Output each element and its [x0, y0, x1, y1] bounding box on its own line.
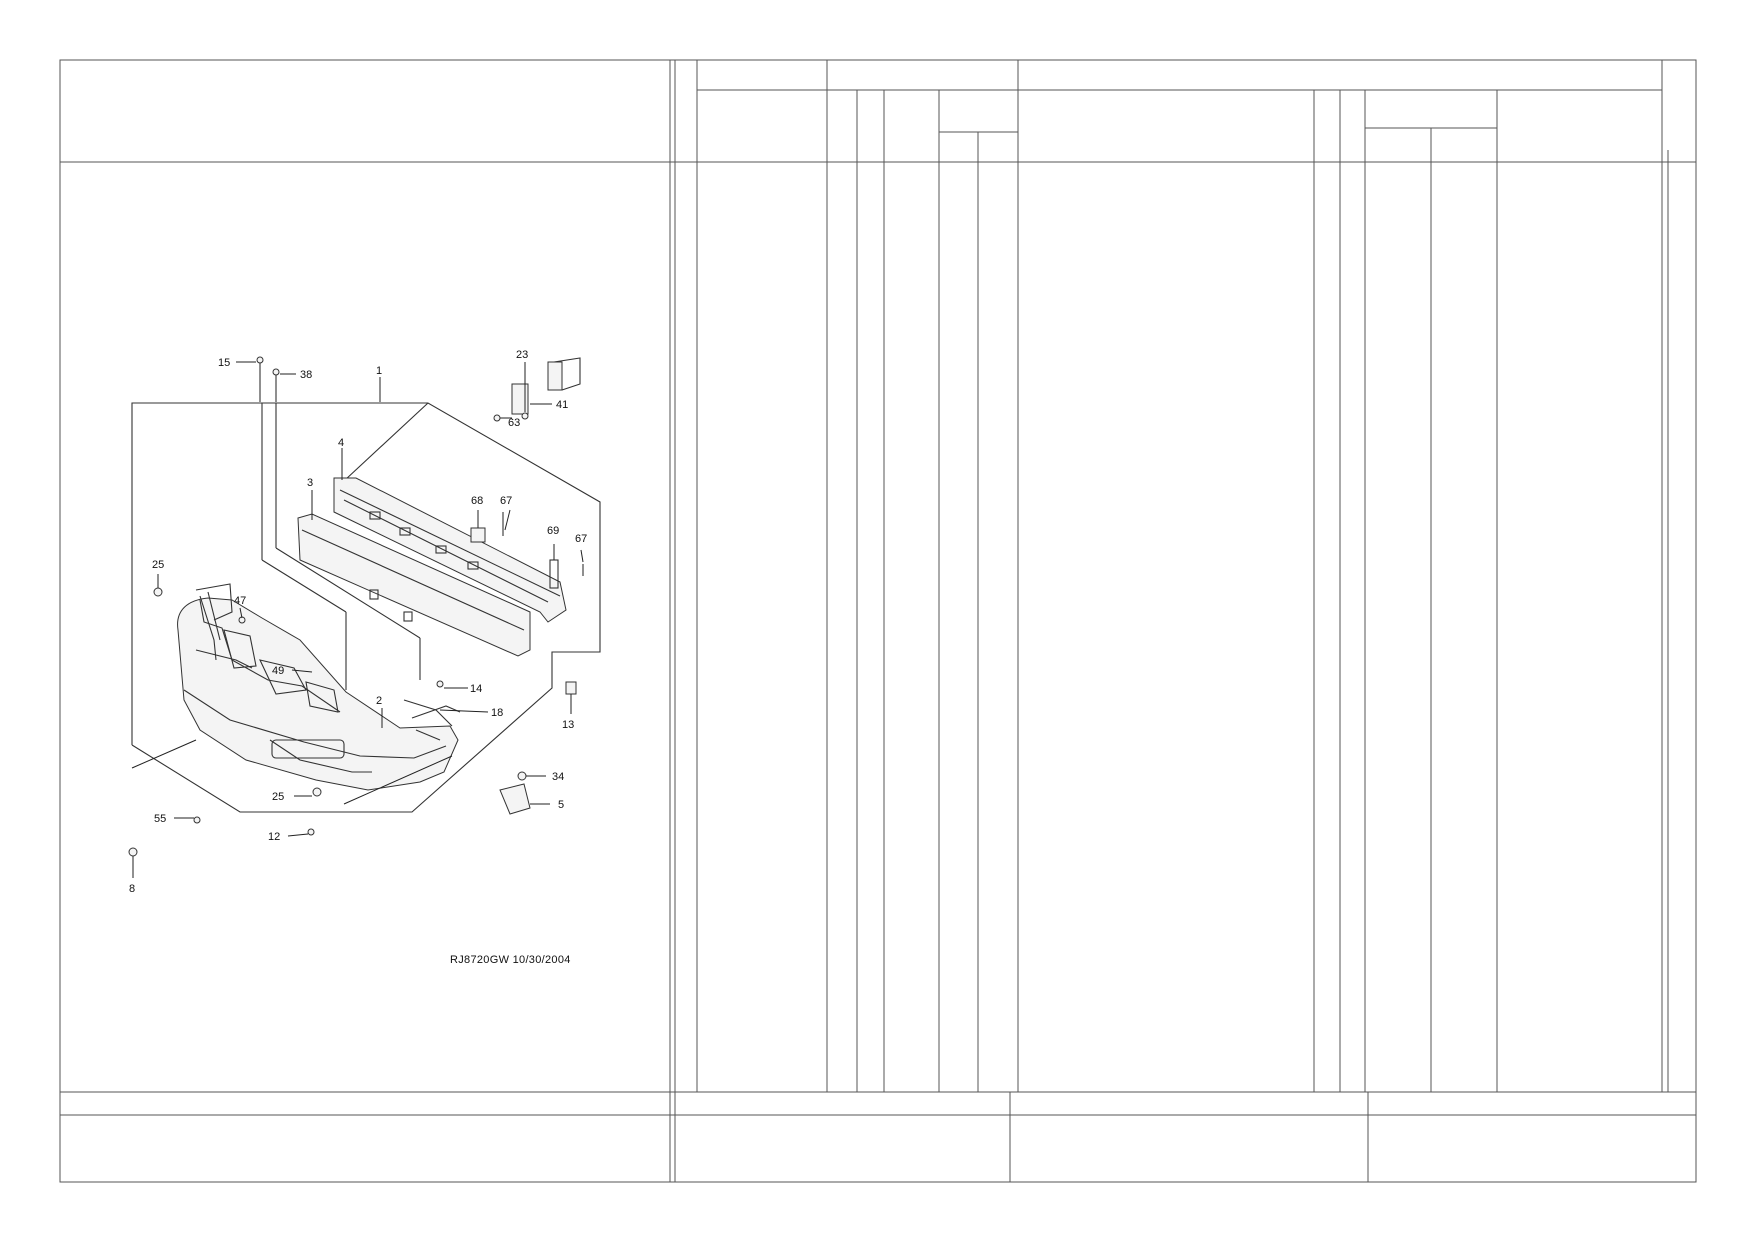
screw-25-lower [312, 787, 322, 797]
bolt-23 [521, 412, 529, 420]
callout-8: 8 [129, 883, 135, 895]
callout-23: 23 [516, 349, 528, 361]
callout-55: 55 [154, 813, 166, 825]
callout-13: 13 [562, 719, 574, 731]
sheet-frame [59, 59, 1697, 1183]
bolt-8 [128, 847, 138, 857]
assembly-outline [132, 403, 600, 812]
upper-mounting-bracket [511, 358, 580, 415]
bolt-38 [272, 368, 280, 376]
callout-47: 47 [234, 595, 246, 607]
callout-2: 2 [376, 695, 382, 707]
callout-15: 15 [218, 357, 230, 369]
callout-38: 38 [300, 369, 312, 381]
callout-68: 68 [471, 495, 483, 507]
callout-1: 1 [376, 365, 382, 377]
screw-25-upper [153, 587, 163, 597]
parts-list-table-grid [670, 60, 1668, 1092]
bumper-fascia [178, 584, 460, 790]
bolt-34 [517, 771, 527, 781]
bumper-reinforcement-beam [334, 478, 566, 622]
callout-41: 41 [556, 399, 568, 411]
callout-4: 4 [338, 437, 344, 449]
leader-lines [132, 362, 583, 878]
front-bumper-exploded-drawing: 15 38 1 23 41 63 4 3 68 67 69 67 25 47 4… [128, 349, 600, 966]
drawing-reference-caption: RJ8720GW 10/30/2004 [450, 954, 571, 966]
callout-5: 5 [558, 799, 564, 811]
callout-34: 34 [552, 771, 564, 783]
callout-3: 3 [307, 477, 313, 489]
callout-69: 69 [547, 525, 559, 537]
clip-14 [436, 680, 444, 688]
callout-numbers: 15 38 1 23 41 63 4 3 68 67 69 67 25 47 4… [129, 349, 587, 895]
clip-13 [565, 681, 577, 695]
callout-67-lower: 67 [575, 533, 587, 545]
bolt-63 [493, 414, 501, 422]
retainer-clip-68 [470, 527, 486, 543]
callout-18: 18 [491, 707, 503, 719]
callout-12: 12 [268, 831, 280, 843]
callout-63: 63 [508, 417, 520, 429]
callout-49: 49 [272, 665, 284, 677]
side-bracket-5 [500, 784, 530, 814]
callout-25-lower: 25 [272, 791, 284, 803]
bolt-15 [256, 356, 264, 364]
screw-12 [307, 828, 315, 836]
callout-14: 14 [470, 683, 482, 695]
callout-67-upper: 67 [500, 495, 512, 507]
callout-25-upper: 25 [152, 559, 164, 571]
nut-55 [193, 816, 201, 824]
